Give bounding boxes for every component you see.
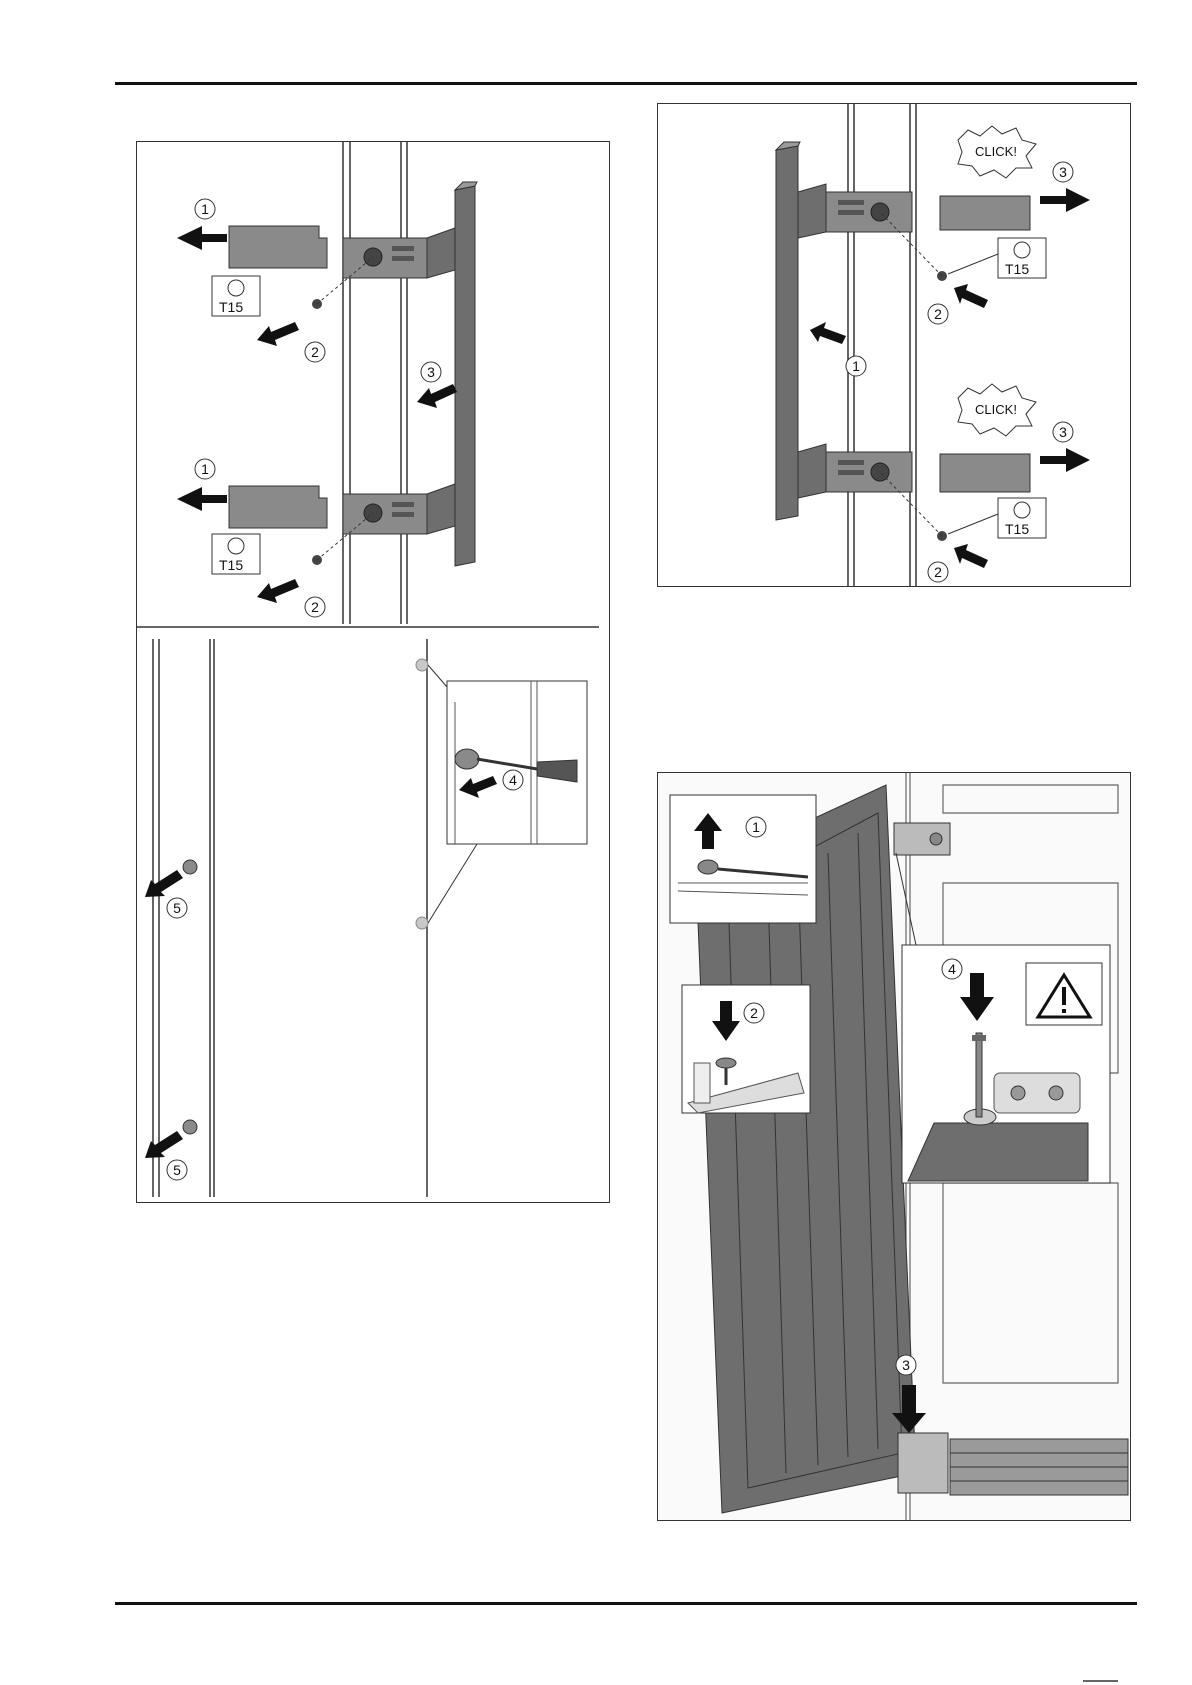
figure-c-illustration: 3 1 2 4 [658, 773, 1130, 1520]
tool-label: T15 [1005, 521, 1029, 537]
cap-icon [183, 1120, 197, 1134]
callout-number: 1 [852, 358, 860, 374]
callout-number: 3 [1059, 424, 1067, 440]
bottom-bracket [343, 484, 455, 534]
arrow-icon [954, 284, 988, 308]
arrow-icon [145, 870, 183, 897]
bottom-bracket [798, 444, 912, 498]
callout-number: 3 [902, 1357, 910, 1373]
click-label: CLICK! [975, 144, 1017, 159]
bottom-cover [940, 454, 1030, 492]
inset-lift-cover [670, 795, 816, 923]
tool-label: T15 [219, 299, 243, 315]
top-cover [229, 226, 327, 268]
callout-number: 1 [201, 461, 209, 477]
figure-door-hinge: 3 1 2 4 [657, 772, 1131, 1521]
callout-number: 2 [934, 306, 942, 322]
callout-number: 2 [311, 599, 319, 615]
arrow-icon [145, 1131, 183, 1158]
callout-number: 3 [427, 364, 435, 380]
arrow-icon [954, 544, 988, 568]
callout-number: 2 [311, 344, 319, 360]
top-cover [940, 196, 1030, 230]
footer-mark [1083, 1680, 1118, 1682]
figure-mount-handle: CLICK! CLICK! 3 3 T15 T15 2 2 1 [657, 103, 1131, 587]
bottom-cover [229, 486, 327, 528]
tool-label: T15 [219, 557, 243, 573]
callout-number: 4 [509, 772, 517, 788]
arrow-icon [1040, 188, 1090, 212]
tool-label: T15 [1005, 261, 1029, 277]
arrow-icon [417, 384, 457, 408]
click-label: CLICK! [975, 402, 1017, 417]
callout-number: 5 [173, 1162, 181, 1178]
arrow-icon [257, 322, 299, 346]
arrow-icon [177, 487, 227, 511]
figure-remove-handle: T15 T15 1 2 3 1 2 [136, 141, 610, 1203]
arrow-icon [257, 579, 299, 603]
top-bracket [798, 184, 912, 238]
top-bracket [343, 228, 455, 278]
arrow-icon [810, 322, 846, 344]
cap-icon [416, 917, 428, 929]
cap-icon [416, 659, 428, 671]
callout-number: 1 [201, 201, 209, 217]
arrow-icon [1040, 448, 1090, 472]
figure-a-illustration: T15 T15 1 2 3 1 2 [137, 142, 609, 1202]
header-rule [115, 82, 1137, 85]
callout-number: 3 [1059, 164, 1067, 180]
callout-number: 4 [948, 961, 956, 977]
cap-icon [183, 860, 197, 874]
arrow-icon [177, 226, 227, 250]
footer-rule [115, 1602, 1137, 1605]
callout-number: 5 [173, 900, 181, 916]
figure-b-illustration: CLICK! CLICK! 3 3 T15 T15 2 2 1 [658, 104, 1130, 586]
callout-number: 2 [750, 1005, 758, 1021]
bottom-hinge [898, 1433, 948, 1493]
callout-number: 1 [752, 819, 760, 835]
callout-number: 2 [934, 564, 942, 580]
